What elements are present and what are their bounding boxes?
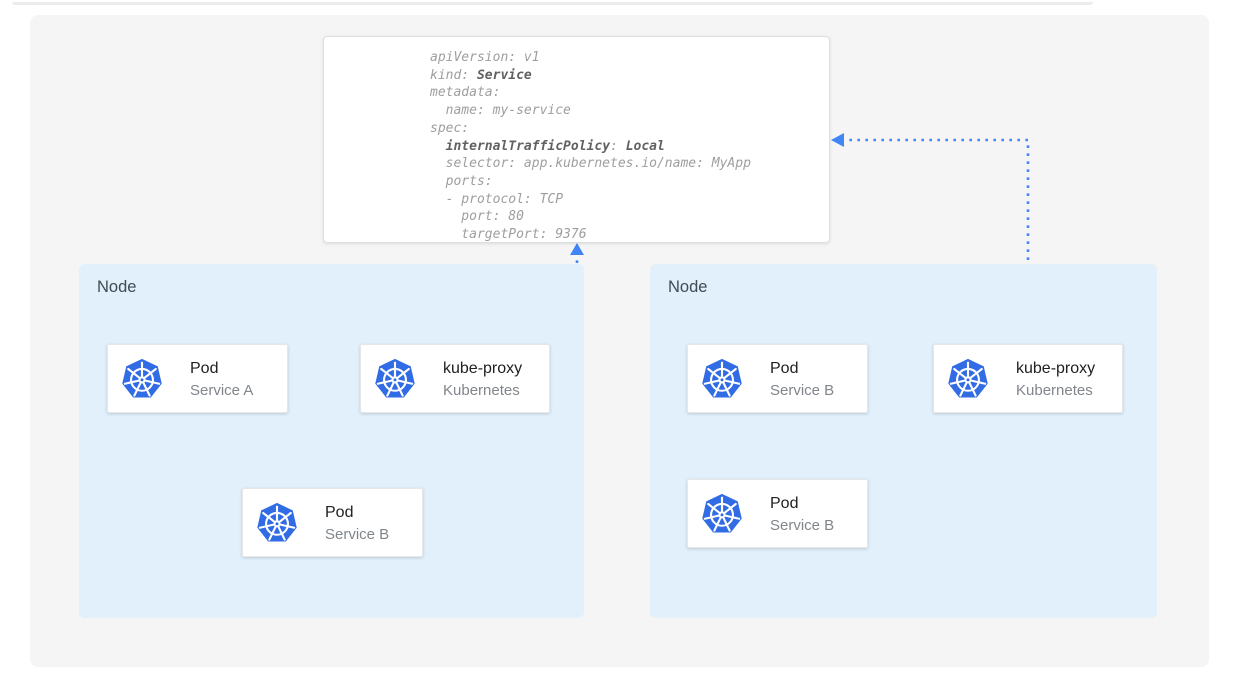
card-kube-proxy-right: kube-proxy Kubernetes — [933, 344, 1123, 413]
service-yaml-code: apiVersion: v1 kind: Service metadata: n… — [430, 50, 751, 243]
node-label: Node — [97, 278, 137, 296]
card-pod-service-a: Pod Service A — [107, 344, 288, 413]
kubernetes-logo-icon — [701, 357, 743, 399]
card-subtitle: Service A — [190, 381, 254, 399]
card-title: Pod — [325, 503, 354, 521]
node-label: Node — [668, 278, 708, 296]
card-kube-proxy-left: kube-proxy Kubernetes — [360, 344, 550, 413]
node-left: Node — [79, 264, 584, 618]
card-pod-service-b-right-lower: Pod Service B — [687, 479, 868, 548]
card-subtitle: Kubernetes — [1016, 381, 1093, 399]
service-yaml-card: apiVersion: v1 kind: Service metadata: n… — [323, 36, 830, 243]
card-title: Pod — [770, 494, 799, 512]
card-title: kube-proxy — [1016, 359, 1096, 377]
card-subtitle: Service B — [770, 516, 835, 534]
card-subtitle: Service B — [325, 525, 390, 543]
kubernetes-logo-icon — [374, 357, 416, 399]
kubernetes-logo-icon — [256, 501, 298, 543]
kubernetes-logo-icon — [947, 357, 989, 399]
kubernetes-logo-icon — [701, 492, 743, 534]
card-title: Pod — [190, 359, 219, 377]
card-subtitle: Service B — [770, 381, 835, 399]
node-right: Node — [650, 264, 1157, 618]
card-title: Pod — [770, 359, 799, 377]
top-divider — [12, 2, 1093, 5]
card-pod-service-b-left: Pod Service B — [242, 488, 423, 557]
card-subtitle: Kubernetes — [443, 381, 520, 399]
card-title: kube-proxy — [443, 359, 523, 377]
card-pod-service-b-right-upper: Pod Service B — [687, 344, 868, 413]
kubernetes-logo-icon — [121, 357, 163, 399]
